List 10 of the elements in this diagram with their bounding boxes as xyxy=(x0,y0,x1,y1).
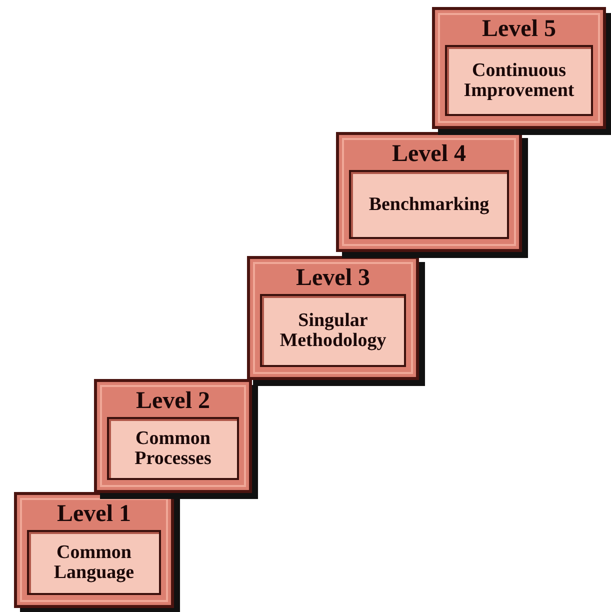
step-label: Common Processes xyxy=(107,417,239,480)
step-label: Benchmarking xyxy=(349,170,509,239)
step-label: Singular Methodology xyxy=(260,294,406,367)
level-heading: Level 1 xyxy=(57,501,131,527)
step-label: Continuous Improvement xyxy=(445,45,593,116)
level-heading: Level 4 xyxy=(392,141,466,167)
level-heading: Level 5 xyxy=(482,16,556,42)
level-heading: Level 2 xyxy=(136,388,210,414)
step-label: Common Language xyxy=(27,530,161,595)
level-heading: Level 3 xyxy=(296,265,370,291)
